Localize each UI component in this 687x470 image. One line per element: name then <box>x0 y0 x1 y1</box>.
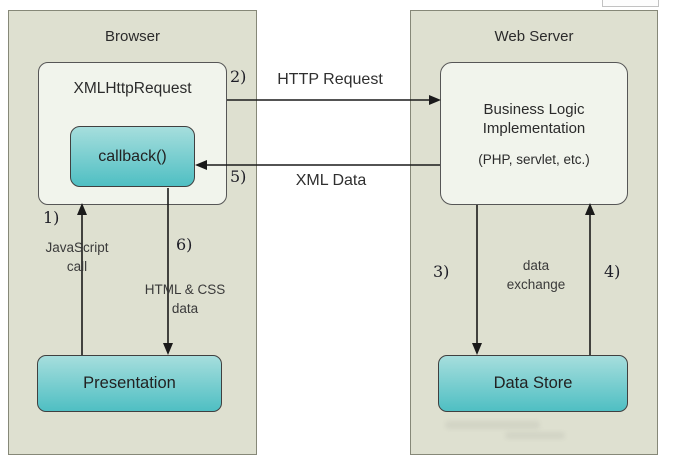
xmlhttprequest-label: XMLHttpRequest <box>73 80 192 97</box>
smudge-artifact <box>445 421 540 429</box>
data-exchange-label: data exchange <box>506 258 566 292</box>
data-store-box: Data Store <box>438 355 628 412</box>
smudge-artifact <box>505 432 565 439</box>
step-2-number: 2) <box>230 67 247 86</box>
business-logic-box: Business Logic Implementation (PHP, serv… <box>440 62 628 205</box>
step-4-number: 4) <box>604 262 621 281</box>
callback-label: callback() <box>98 147 167 165</box>
step-1-number: 1) <box>43 208 60 227</box>
web-server-panel-title: Web Server <box>494 28 574 45</box>
data-store-label: Data Store <box>493 374 573 392</box>
cropped-box-artifact <box>602 0 659 7</box>
callback-box: callback() <box>70 126 195 187</box>
presentation-box: Presentation <box>37 355 222 412</box>
business-logic-sublabel: (PHP, servlet, etc.) <box>478 152 590 167</box>
browser-panel-title: Browser <box>104 28 160 45</box>
presentation-label: Presentation <box>83 374 176 392</box>
step-5-number: 5) <box>230 167 247 186</box>
javascript-call-label: JavaScript call <box>45 240 109 274</box>
http-request-label: HTTP Request <box>277 71 383 88</box>
business-logic-label: Business Logic Implementation <box>482 101 586 137</box>
step-6-number: 6) <box>176 235 193 254</box>
html-css-data-label: HTML & CSS data <box>144 282 226 316</box>
xml-data-label: XML Data <box>295 172 367 189</box>
step-3-number: 3) <box>433 262 450 281</box>
